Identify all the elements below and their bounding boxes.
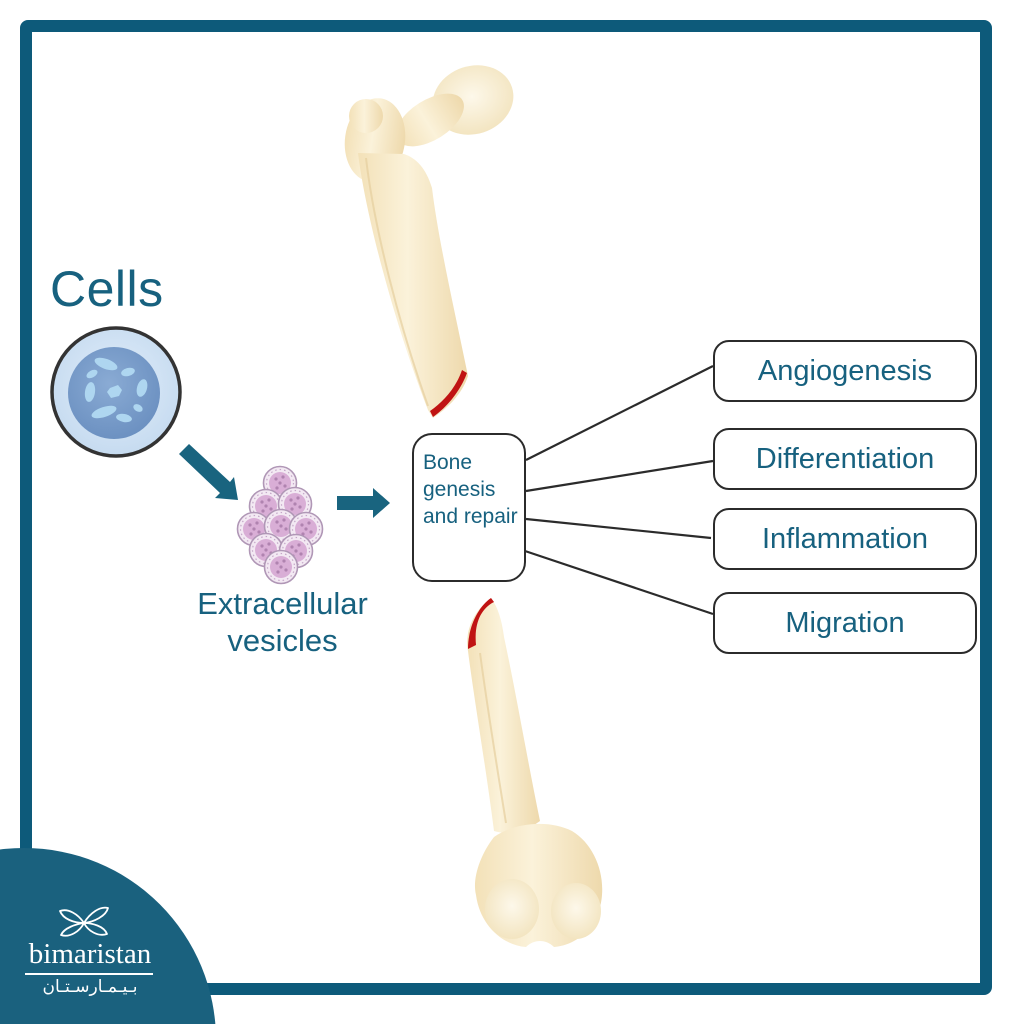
outcome-box-angiogenesis: Angiogenesis xyxy=(713,340,977,402)
outcome-box-differentiation: Differentiation xyxy=(713,428,977,490)
outcome-box-inflammation: Inflammation xyxy=(713,508,977,570)
vesicle xyxy=(263,549,299,585)
fracture-line-top xyxy=(430,370,467,417)
arrow-vesicles-to-bone-icon xyxy=(337,488,390,518)
vesicle xyxy=(236,511,272,547)
inflammation-label: Inflammation xyxy=(761,522,928,555)
migration-label: Migration xyxy=(785,606,905,639)
bone-genesis-box: Bone genesis and repair xyxy=(412,433,526,582)
bone-genesis-label: Bone genesis and repair xyxy=(423,451,518,528)
line-to-inflammation xyxy=(525,517,712,540)
extracellular-vesicles-label: Extracellular vesicles xyxy=(197,586,368,658)
broken-femur-bottom xyxy=(467,598,603,947)
logo-name: bimaristan xyxy=(28,938,152,970)
angiogenesis-label: Angiogenesis xyxy=(757,354,933,387)
logo-name-arabic: بـيـمـارسـتـان xyxy=(42,977,138,997)
fracture-line-bottom xyxy=(468,598,494,649)
butterfly-leaves-icon xyxy=(59,906,109,937)
outcome-box-migration: Migration xyxy=(713,592,977,654)
logo-underline xyxy=(25,973,153,975)
connector-lines xyxy=(524,365,714,616)
differentiation-label: Differentiation xyxy=(755,442,935,475)
cells-label: Cells xyxy=(50,261,164,317)
cell-nucleus-patches xyxy=(84,357,148,423)
line-to-migration xyxy=(524,549,714,616)
cell-illustration xyxy=(50,326,182,458)
arrow-cell-to-vesicles-icon xyxy=(179,444,238,500)
broken-femur-top xyxy=(344,65,514,418)
line-to-angiogenesis xyxy=(525,365,714,461)
vesicle-cluster xyxy=(236,465,324,585)
line-to-differentiation xyxy=(525,459,714,493)
